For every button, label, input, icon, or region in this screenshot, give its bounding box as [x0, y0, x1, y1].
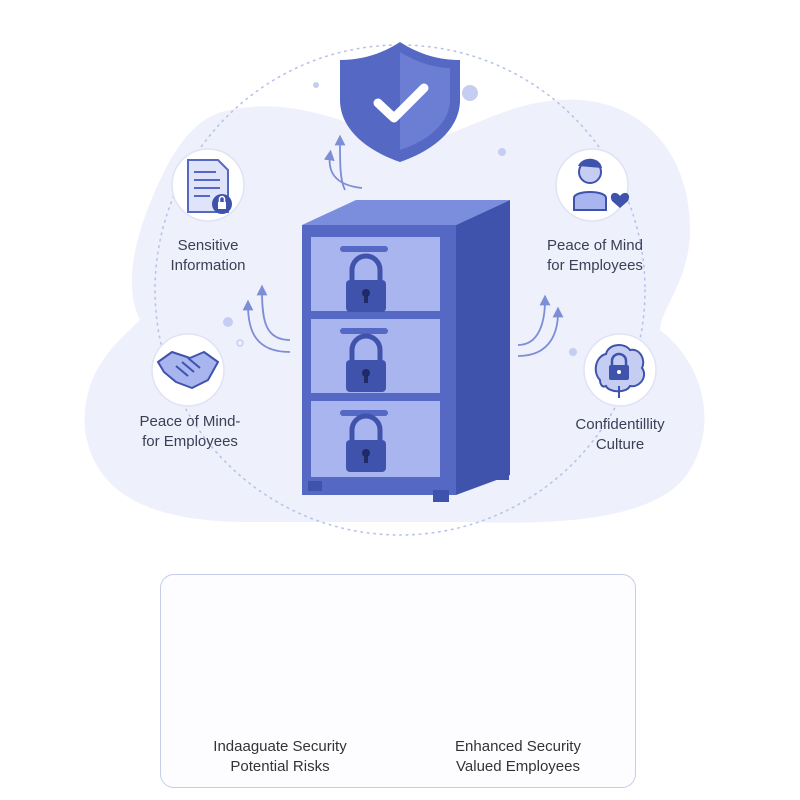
label-line: for Employees: [547, 257, 643, 274]
caption-line: Enhanced Security: [455, 738, 581, 755]
label-line: Culture: [595, 436, 645, 453]
handshake-icon: [151, 333, 225, 407]
document-lock-icon: [171, 148, 245, 222]
caption-inadequate-security: Indaaguate Security Potential Risks: [190, 737, 370, 777]
caption-line: Indaaguate Security: [213, 738, 347, 755]
brain-lock-icon: [583, 333, 657, 407]
decor-dot: [498, 148, 506, 156]
label-line: Sensitive: [177, 237, 239, 254]
label-peace-of-mind-right: Peace of Mind for Employees: [525, 236, 665, 276]
decor-dot: [313, 82, 319, 88]
label-line: for Employees: [142, 433, 238, 450]
label-line: Confidentillity: [575, 416, 665, 433]
decor-dot: [236, 339, 244, 347]
flow-arrows: [242, 134, 564, 357]
decor-dot: [462, 85, 478, 101]
label-confidentiality-culture: Confidentillity Culture: [550, 415, 690, 455]
shield-check-icon: [340, 42, 460, 162]
caption-line: Potential Risks: [230, 758, 330, 775]
label-peace-of-mind-left: Peace of Mind- for Employees: [120, 412, 260, 452]
label-line: Peace of Mind: [547, 237, 643, 254]
orbit-ring: [154, 44, 646, 536]
label-line: Peace of Mind-: [139, 413, 241, 430]
person-heart-icon: [555, 148, 630, 222]
padlock-icon: [346, 333, 386, 392]
decor-dot: [569, 348, 577, 356]
caption-line: Valued Employees: [456, 758, 580, 775]
padlock-icon: [346, 253, 386, 312]
label-line: Information: [170, 257, 246, 274]
caption-enhanced-security: Enhanced Security Valued Employees: [428, 737, 608, 777]
decor-dot: [223, 317, 233, 327]
comparison-panel: [160, 574, 636, 788]
padlock-icon: [346, 413, 386, 472]
label-sensitive-information: Sensitive Information: [148, 236, 268, 276]
filing-cabinet: [302, 200, 510, 502]
